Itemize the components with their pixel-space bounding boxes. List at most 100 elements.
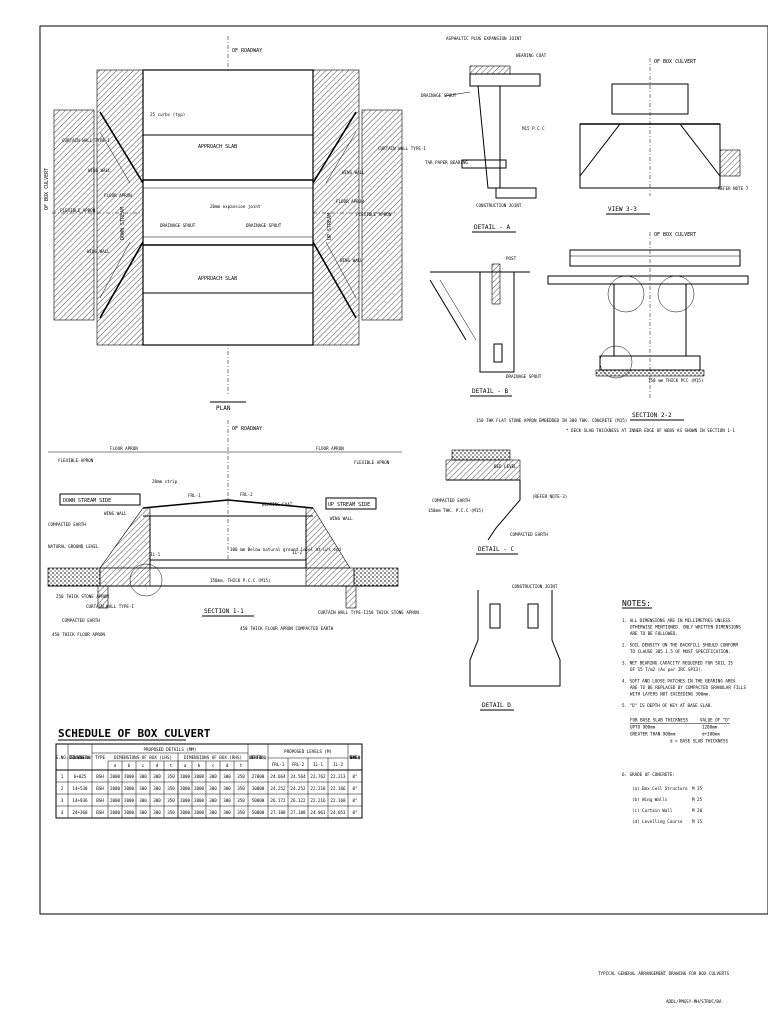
schedule-cell-r4-c17: 24.061: [310, 810, 326, 815]
plan-slab-top: APPROACH SLAB: [198, 144, 237, 150]
schedule-cell-r1-c11: 300: [209, 774, 217, 779]
grade-value: M 20: [692, 808, 703, 813]
schedule-sub-level: FRL-2: [292, 762, 305, 767]
grade-element: (a) Box Cell Structure: [632, 786, 688, 791]
schedule-cell-r4-c5: 2000: [124, 810, 135, 815]
section-1-1: OF ROADWAY FLEXIBLE APRON FLOOR APRON FL…: [47, 420, 419, 637]
sec11-wing-left: WING WALL: [104, 511, 127, 516]
detail-c: 150 THK FLAT STONE APRON EMBEDDED IN 300…: [428, 418, 627, 555]
schedule-cell-r3-c18: 22.168: [330, 798, 346, 803]
sec11-filling: 300 mm Below natural ground level at u/s…: [230, 547, 341, 552]
schedule-cell-r3-c3: BSH: [96, 798, 104, 803]
sec22-pcc: 150 mm THICK PCC (M15): [648, 378, 703, 383]
title-block-ref: ADDL/PMGSY-MH/STRUC/BA: [666, 999, 722, 1004]
note-item: 1. ALL DIMENSIONS ARE IN MILLIMETRES UNL…: [622, 618, 741, 636]
plan-upstream-band: [312, 69, 360, 346]
plan-wing-left-bottom: WING WALL: [87, 249, 110, 254]
schedule-cell-r4-c1: 4: [61, 810, 64, 815]
schedule-cell-r3-c2: 14+936: [72, 798, 88, 803]
plan-roadway-label: OF ROADWAY: [232, 48, 262, 54]
grade-value: M 35: [692, 786, 703, 791]
sec11-floor-right: FLOOR APRON: [316, 446, 344, 451]
schedule-cell-r2-c14: 30000: [252, 786, 265, 791]
schedule-cell-r2-c12: 300: [223, 786, 231, 791]
notes-list: 1. ALL DIMENSIONS ARE IN MILLIMETRES UNL…: [622, 618, 746, 708]
schedule-cell-r4-c2: 24+368: [72, 810, 88, 815]
schedule-cell-r3-c6: 300: [139, 798, 147, 803]
sec11-pcc: 150mm. THICK P.C.C.(M15): [210, 578, 271, 583]
sec11-ill1: IL-1: [150, 552, 161, 557]
detail-c-refer: (REFER NOTE-3): [532, 494, 567, 499]
detail-d-construction: CONSTRUCTION JOINT: [512, 584, 558, 589]
schedule-head-type: TYPE: [95, 755, 106, 760]
schedule-cell-r2-c19: 0°: [352, 786, 357, 791]
schedule-cell-r4-c15: 27.108: [270, 810, 286, 815]
plan-drainage-left: DRAINAGE SPOUT: [160, 223, 196, 228]
schedule-head-sno: S.NO.: [56, 755, 69, 760]
schedule-cell-r4-c14: 50000: [252, 810, 265, 815]
sec11-wearing: WEARING COAT: [262, 502, 293, 507]
sec11-stone-apron-left: 250 THICK STONE APRON: [56, 594, 109, 599]
schedule-cell-r1-c15: 24.664: [270, 774, 286, 779]
schedule-cell-r1-c17: 22.762: [310, 774, 326, 779]
schedule-cell-r3-c10: 2000: [194, 798, 205, 803]
plan-flexible-apron-right: [361, 109, 403, 321]
schedule-cell-r3-c1: 3: [61, 798, 64, 803]
grade-value: M 15: [692, 819, 703, 824]
plan-curbs: 25 curbs (typ): [150, 112, 185, 117]
plan-title: PLAN: [216, 405, 231, 412]
sec11-downstream: DOWN STREAM SIDE: [63, 498, 111, 504]
schedule-cell-r2-c15: 24.252: [270, 786, 286, 791]
schedule-sub-dim: d: [226, 763, 229, 768]
detail-a: ASPHALTIC PLUG EXPANSION JOINT WEARING C…: [421, 36, 547, 233]
detail-a-tar: TAR PAPER BEARING: [425, 160, 468, 165]
schedule-cell-r3-c11: 300: [209, 798, 217, 803]
detail-c-title: DETAIL - C: [478, 546, 515, 553]
schedule-cell-r2-c16: 24.252: [290, 786, 306, 791]
schedule-cell-r2-c8: 350: [167, 786, 175, 791]
schedule-cell-r1-c18: 22.213: [330, 774, 346, 779]
schedule-cell-r4-c12: 300: [223, 810, 231, 815]
grade-value: M 25: [692, 797, 703, 802]
key-footnote: d = BASE SLAB THICKNESS: [670, 739, 728, 744]
schedule-cell-r3-c5: 2000: [124, 798, 135, 803]
schedule-cell-r1-c12: 300: [223, 774, 231, 779]
schedule-sub-dim: a: [114, 763, 117, 768]
detail-a-wearing: WEARING COAT: [516, 53, 547, 58]
schedule-cell-r3-c13: 350: [237, 798, 245, 803]
detail-a-title: DETAIL - A: [474, 224, 511, 231]
schedule-cell-r2-c2: 14+530: [72, 786, 88, 791]
sec11-upstream: UP STREAM SIDE: [328, 502, 370, 508]
sec11-compacted-earth-2: COMPACTED EARTH: [62, 618, 100, 623]
section-2-2: OF BOX CULVERT 150 mm THICK PCC (M15) SE…: [547, 232, 749, 433]
schedule-cell-r2-c17: 22.218: [310, 786, 326, 791]
note-item: 5. "D" IS DEPTH OF KEY AT BASE SLAB.: [622, 703, 713, 708]
detail-b: POST DRAINAGE SPOUT DETAIL - B: [429, 256, 542, 397]
schedule-cell-r2-c5: 2000: [124, 786, 135, 791]
schedule-cell-r1-c19: 0°: [352, 774, 357, 779]
schedule-sub-dim: t: [240, 763, 243, 768]
schedule-cell-r4-c6: 300: [139, 810, 147, 815]
plan-downstream-band: [96, 69, 144, 346]
sec11-title: SECTION 1-1: [204, 608, 244, 615]
plan-drainage-right: DRAINAGE SPOUT: [246, 223, 282, 228]
note-item: 2. SOIL DENSITY ON THE BACKFILL SHOULD C…: [622, 643, 738, 655]
schedule-cell-r2-c4: 2000: [110, 786, 121, 791]
detail-c-bed: BED LEVEL: [494, 464, 517, 469]
sheet-border: [39, 25, 768, 915]
schedule-cell-r1-c2: 6+025: [74, 774, 87, 779]
sec22-note: * DECK SLAB THICKNESS AT INNER EDGE OF W…: [566, 428, 735, 433]
schedule-cell-r3-c12: 300: [223, 798, 231, 803]
schedule-cell-r4-c16: 27.108: [290, 810, 306, 815]
schedule-cell-r3-c16: 26.122: [290, 798, 306, 803]
sec11-floor-left: FLOOR APRON: [110, 446, 138, 451]
schedule-cell-r2-c13: 350: [237, 786, 245, 791]
schedule-sub-dim: b: [198, 763, 201, 768]
schedule-cell-r3-c15: 26.172: [270, 798, 286, 803]
schedule-head-skew: SKEW ANGLE (θ): [349, 755, 361, 760]
schedule-cell-r1-c9: 2000: [180, 774, 191, 779]
key-row-value: d+300mm: [702, 732, 720, 737]
schedule-cell-r1-c3: BSH: [96, 774, 104, 779]
